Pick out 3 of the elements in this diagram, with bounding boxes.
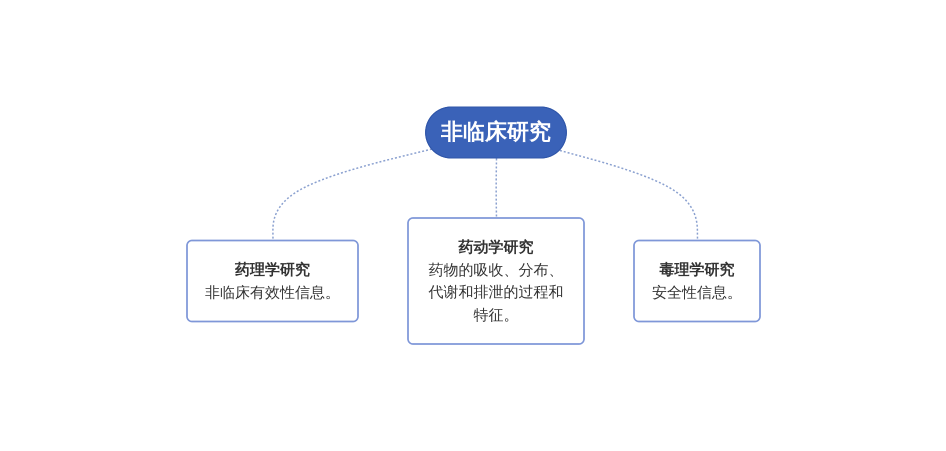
connector <box>559 150 698 241</box>
connector <box>494 158 497 219</box>
connector <box>272 148 432 241</box>
